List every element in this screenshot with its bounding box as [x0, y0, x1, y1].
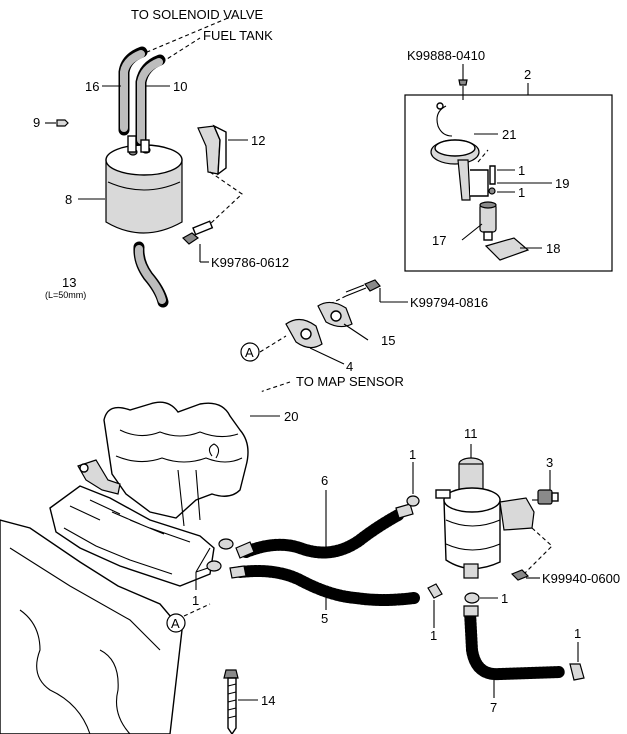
fuel-strainer-18 [484, 237, 530, 261]
bolt-k99940-label: K99940-0600 [542, 571, 620, 586]
bolt-k99786-label: K99786-0612 [211, 255, 289, 270]
clamp-top [406, 495, 420, 507]
bracket-12 [197, 124, 227, 176]
part-2-label: 2 [524, 67, 531, 82]
fuel-pump-oring [488, 187, 496, 195]
part-1-top-label: 1 [409, 447, 416, 462]
bracket-bolt-dash-2 [523, 527, 553, 575]
ref-a-top-label: A [245, 345, 254, 360]
bolt-k99794-label: K99794-0816 [410, 295, 488, 310]
part-13-label: 13 [62, 275, 76, 290]
part-14-label: 14 [261, 693, 275, 708]
fuel-hose-6 [240, 508, 406, 559]
fuel-pump-bracket-21 [430, 102, 489, 201]
part-19-label: 19 [555, 176, 569, 191]
to-map-sensor-label: TO MAP SENSOR [296, 374, 404, 389]
leader-17 [461, 223, 483, 241]
hose-13 [133, 241, 169, 308]
leader-4 [309, 347, 345, 365]
part-20-label: 20 [284, 409, 298, 424]
part-3-label: 3 [546, 455, 553, 470]
ref-a-bottom-circle [166, 613, 186, 633]
part-1-right-label: 1 [574, 626, 581, 641]
ref-a-top-circle [240, 342, 260, 362]
part-18-label: 18 [546, 241, 560, 256]
clamp-filter [464, 592, 480, 604]
bolt-k99794-dash [325, 295, 347, 307]
screw-k99888 [458, 79, 468, 86]
bracket-bolt-dash [209, 171, 243, 225]
part-21-label: 21 [502, 127, 516, 142]
part-4-label: 4 [346, 359, 353, 374]
part-15-label: 15 [381, 333, 395, 348]
mount-bracket-4 [285, 318, 323, 349]
clip-9 [56, 119, 69, 127]
part-12-label: 12 [251, 133, 265, 148]
bolt-k99940 [510, 569, 530, 581]
part-17-label: 17 [432, 233, 446, 248]
filter-bracket [499, 497, 535, 531]
mount-bracket-15 [317, 301, 353, 328]
fuel-pump-pin-19 [489, 165, 496, 185]
fuel-hose-7 [464, 606, 566, 681]
fuel-hose-5 [234, 565, 420, 606]
vapor-hose-10 [135, 54, 166, 148]
part-10-label: 10 [173, 79, 187, 94]
fuel-filter-11 [435, 457, 501, 579]
part-5-label: 5 [321, 611, 328, 626]
check-valve-3 [532, 489, 559, 505]
part-1-filter-label: 1 [501, 591, 508, 606]
bolt-k99786 [182, 220, 214, 245]
map-sensor-leader [259, 381, 291, 393]
part-7-label: 7 [490, 700, 497, 715]
ref-a-top-dash [259, 335, 287, 353]
fuel-hose-7-end [463, 605, 479, 617]
intake-manifold [77, 401, 249, 527]
hose-clamps-left [195, 538, 234, 573]
leader-15 [343, 323, 369, 341]
part-6-label: 6 [321, 473, 328, 488]
part-16-label: 16 [85, 79, 99, 94]
part-19-sub2-label: 1 [518, 185, 525, 200]
part-19-sub1-label: 1 [518, 163, 525, 178]
clamp-right [569, 663, 585, 681]
part-11-label: 11 [464, 426, 478, 441]
fuel-tank-label: FUEL TANK [203, 28, 273, 43]
to-solenoid-valve-label: TO SOLENOID VALVE [131, 7, 264, 22]
part-9-label: 9 [33, 115, 40, 130]
fuel-hose-6-end [235, 541, 255, 559]
screw-k99888-label: K99888-0410 [407, 48, 485, 63]
clamp-hose-5 [427, 583, 443, 599]
charcoal-canister-8 [105, 135, 183, 234]
part-13-length-note: (L=50mm) [45, 290, 86, 300]
ref-a-bottom-dash [183, 603, 211, 617]
fuel-hose-5-end [229, 565, 247, 579]
fuel-pump-assembly-box [404, 94, 613, 272]
solenoid-leader [139, 17, 229, 56]
engine-block [0, 519, 183, 734]
part-1-left-label: 1 [192, 593, 199, 608]
part-1-clamp-label: 1 [430, 628, 437, 643]
fuel-pump-17 [479, 201, 497, 241]
part-8-label: 8 [65, 192, 72, 207]
fuel-hose-6-fitting [395, 503, 414, 519]
bolt-k99794 [345, 279, 381, 297]
vapor-hose-16 [118, 46, 148, 136]
ref-a-bottom-label: A [171, 616, 180, 631]
bolt-14 [223, 669, 239, 734]
